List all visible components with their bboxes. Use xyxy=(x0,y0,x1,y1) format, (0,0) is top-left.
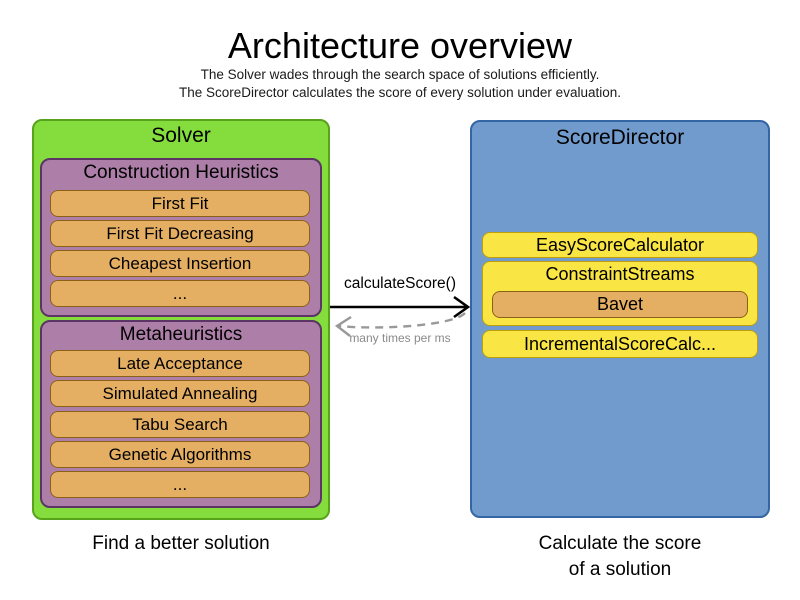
subtitle-line-2: The ScoreDirector calculates the score o… xyxy=(179,85,621,100)
many-times-feedback-arrow xyxy=(334,312,466,337)
many-times-label: many times per ms xyxy=(349,331,451,345)
construction-heuristics-title: Construction Heuristics xyxy=(83,162,279,183)
metaheuristic-item: Tabu Search xyxy=(50,411,310,438)
constraint-streams-title: ConstraintStreams xyxy=(545,264,695,284)
incremental-score-calculator-box: IncrementalScoreCalc... xyxy=(482,330,758,358)
metaheuristic-item: Late Acceptance xyxy=(50,350,310,377)
metaheuristics-title: Metaheuristics xyxy=(119,324,243,345)
subtitle-line-1: The Solver wades through the search spac… xyxy=(200,67,600,82)
score-director-caption: Calculate the score of a solution xyxy=(470,531,770,583)
score-director-caption-line1: Calculate the score xyxy=(538,533,702,554)
metaheuristic-item: Simulated Annealing xyxy=(50,380,310,407)
calculate-score-label: calculateScore() xyxy=(344,275,456,292)
bavet-box: Bavet xyxy=(492,291,748,318)
arrows-canvas xyxy=(330,295,471,337)
heuristic-item-more: ... xyxy=(50,280,310,307)
score-director-title: ScoreDirector xyxy=(555,126,685,149)
calculate-score-arrow xyxy=(330,295,471,319)
easy-score-calculator-box: EasyScoreCalculator xyxy=(482,232,758,258)
score-director-caption-line2: of a solution xyxy=(568,559,672,580)
solver-caption: Find a better solution xyxy=(92,533,270,554)
page-title: Architecture overview xyxy=(227,25,573,66)
heuristic-item: First Fit Decreasing xyxy=(50,220,310,247)
metaheuristic-item: Genetic Algorithms xyxy=(50,441,310,468)
metaheuristic-item-more: ... xyxy=(50,471,310,498)
heuristic-item: First Fit xyxy=(50,190,310,217)
heuristic-item: Cheapest Insertion xyxy=(50,250,310,277)
solver-title: Solver xyxy=(151,124,211,147)
